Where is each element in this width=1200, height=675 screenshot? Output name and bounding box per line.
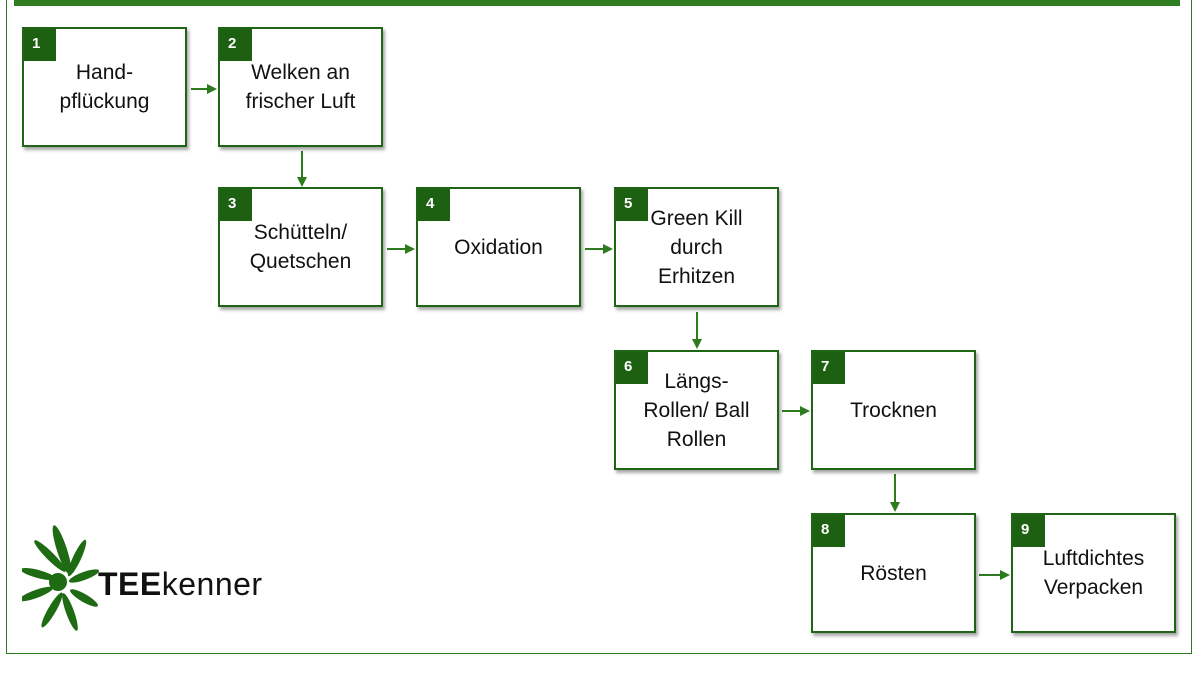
step-8-box: 8 Rösten [811,513,976,633]
step-6-box: 6 Längs- Rollen/ Ball Rollen [614,350,779,470]
logo-wordmark: TEEkenner [98,566,263,603]
step-1-box: 1 Hand- pflückung [22,27,187,147]
step-2-number: 2 [220,29,252,61]
step-4-label: Oxidation [454,235,543,259]
step-5-number: 5 [616,189,648,221]
step-6-label: Längs- Rollen/ Ball Rollen [643,369,750,451]
diagram-frame [6,0,1192,654]
step-2-box: 2 Welken an frischer Luft [218,27,383,147]
step-3-number: 3 [220,189,252,221]
step-1-number: 1 [24,29,56,61]
step-3-label: Schütteln/ Quetschen [249,221,352,273]
step-8-number: 8 [813,515,845,547]
step-1-label: Hand- pflückung [59,61,150,113]
step-7-label: Trocknen [850,398,937,422]
step-2-label: Welken an frischer Luft [245,61,356,113]
tea-leaves-icon [22,525,100,631]
step-7-number: 7 [813,352,845,384]
step-4-box: 4 Oxidation [416,187,581,307]
top-bar [14,0,1180,6]
step-9-box: 9 Luftdichtes Verpacken [1011,513,1176,633]
logo-light-text: kenner [161,566,263,602]
step-9-label: Luftdichtes Verpacken [1042,547,1145,599]
step-5-label: Green Kill durch Erhitzen [650,206,743,288]
step-7-box: 7 Trocknen [811,350,976,470]
logo-bold-text: TEE [98,566,162,602]
step-9-number: 9 [1013,515,1045,547]
step-3-box: 3 Schütteln/ Quetschen [218,187,383,307]
teekenner-logo: TEEkenner [22,522,262,642]
step-6-number: 6 [616,352,648,384]
step-5-box: 5 Green Kill durch Erhitzen [614,187,779,307]
step-4-number: 4 [418,189,450,221]
step-8-label: Rösten [860,561,927,585]
